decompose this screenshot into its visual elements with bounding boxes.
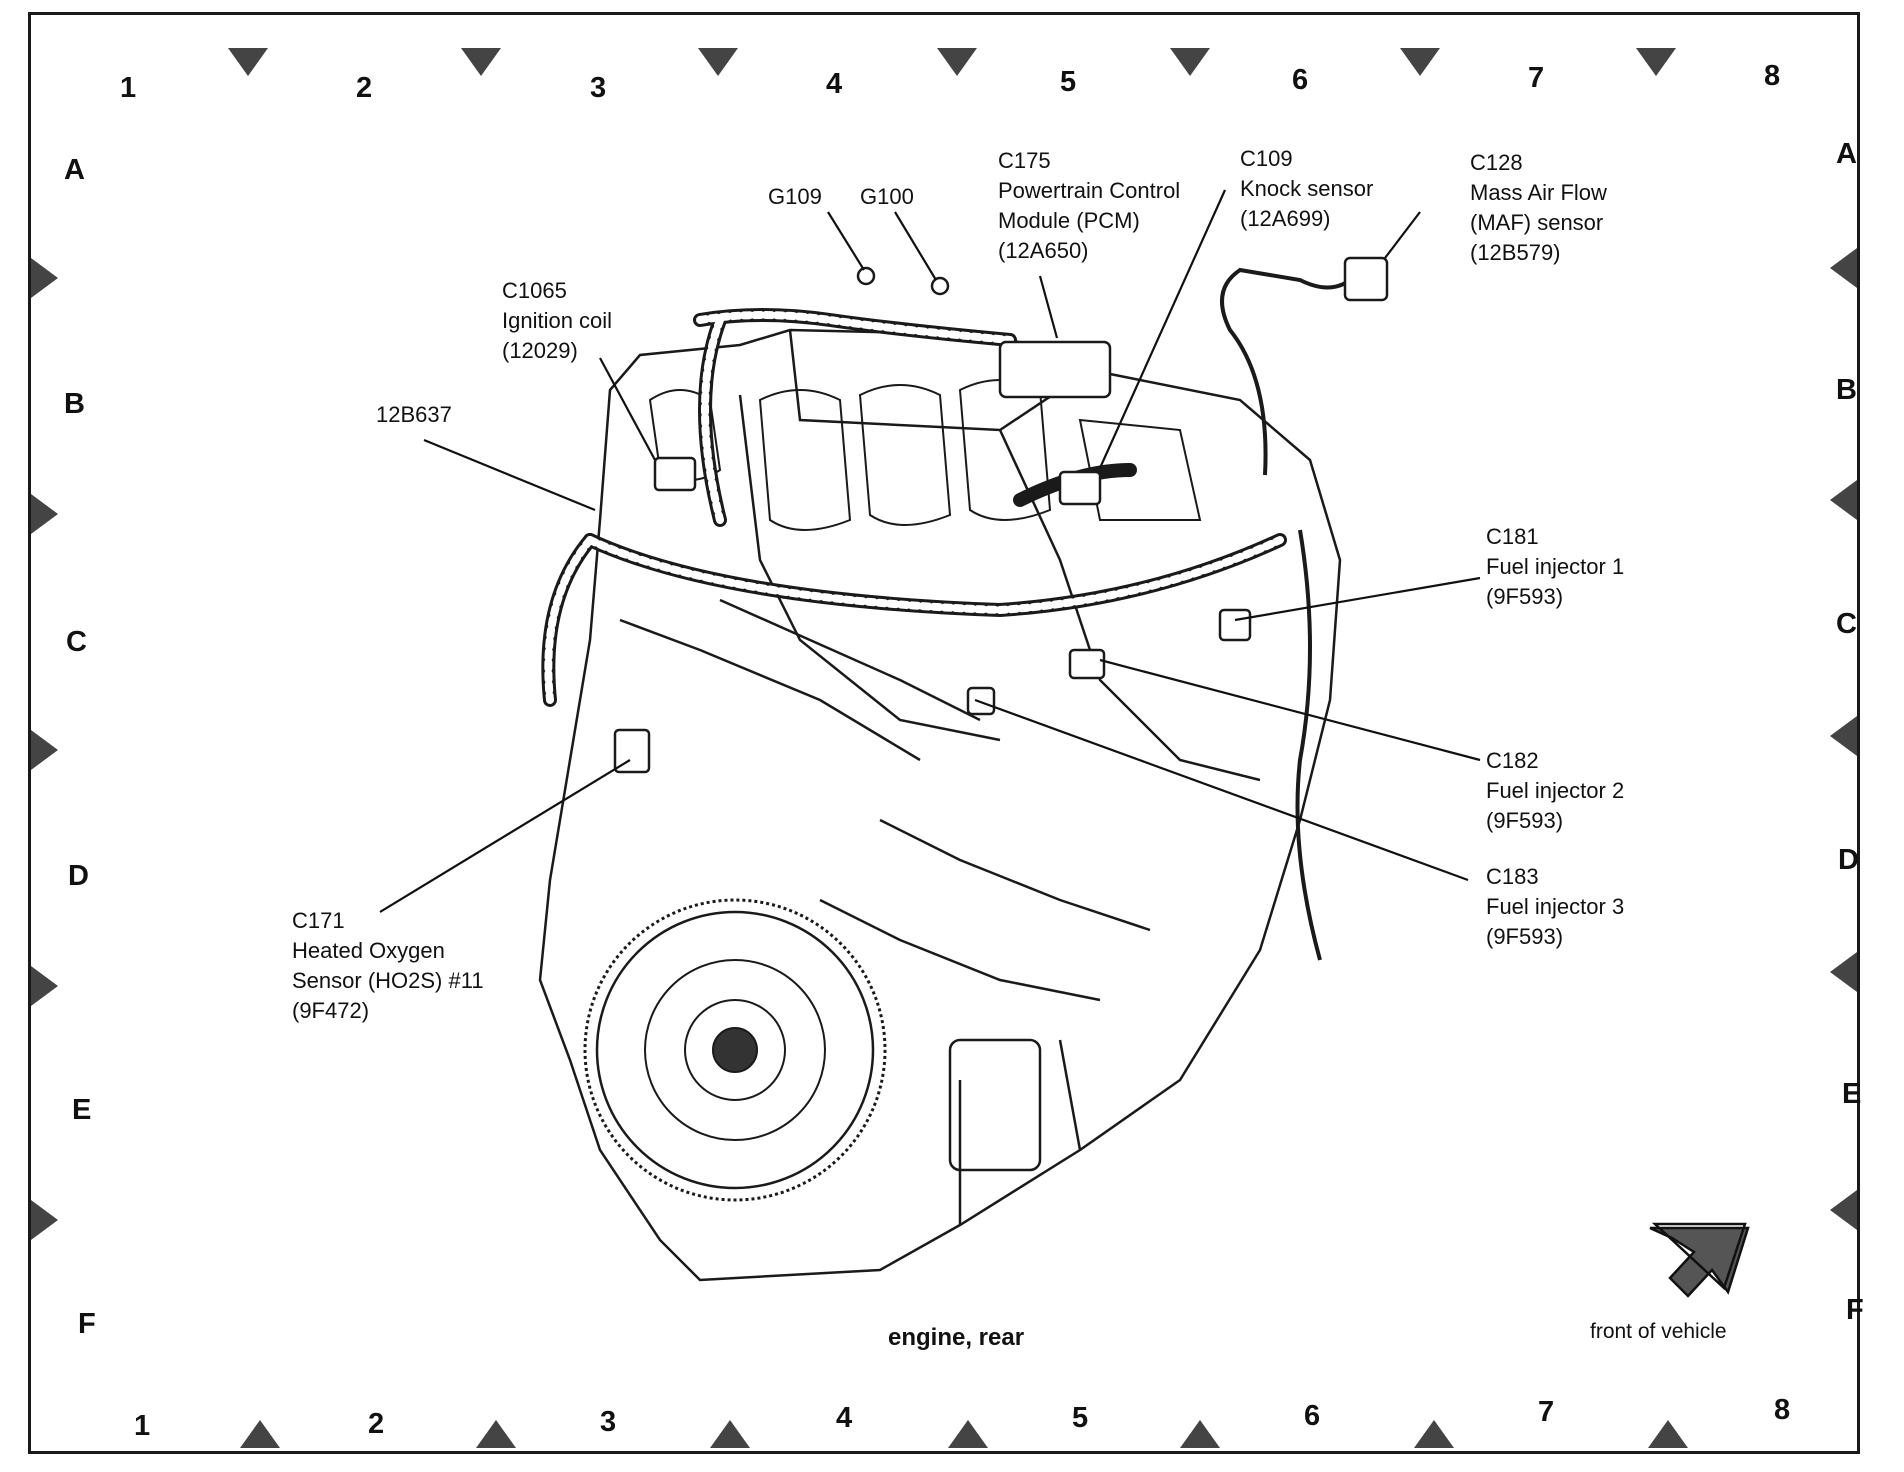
grid-number-top-8: 8 <box>1764 60 1781 92</box>
callout-g100: G100 <box>860 184 914 209</box>
wiring-harness <box>541 308 1287 707</box>
grid-number-top-3: 3 <box>590 72 607 104</box>
c171-code: C171 <box>292 908 345 933</box>
grid-number-top-1: 1 <box>120 72 137 104</box>
callout-c171: C171 Heated Oxygen Sensor (HO2S) #11 (9F… <box>292 906 484 1026</box>
c109-name: Knock sensor <box>1240 176 1374 201</box>
grid-letter-left-d: D <box>68 860 89 892</box>
c175-name-1: Powertrain Control <box>998 178 1181 203</box>
callout-c182: C182 Fuel injector 2 (9F593) <box>1486 746 1624 836</box>
c128-code: C128 <box>1470 150 1523 175</box>
grid-letter-left-b: B <box>64 388 85 420</box>
c181-code: C181 <box>1486 524 1539 549</box>
grid-number-top-5: 5 <box>1060 66 1077 98</box>
c182-name: Fuel injector 2 <box>1486 778 1625 803</box>
c171-part: (9F472) <box>292 998 370 1023</box>
grid-letter-left-f: F <box>78 1308 96 1340</box>
grid-number-bottom-7: 7 <box>1538 1396 1555 1428</box>
c175-name-2: Module (PCM) <box>998 208 1140 233</box>
diagram-frame <box>28 12 1860 1454</box>
c128-part: (12B579) <box>1470 240 1561 265</box>
callout-c175: C175 Powertrain Control Module (PCM) (12… <box>998 146 1180 266</box>
grid-letter-left-c: C <box>66 626 87 658</box>
wiring-harness-inner <box>544 311 1284 704</box>
c171-name-2: Sensor (HO2S) #11 <box>292 968 484 993</box>
c183-name: Fuel injector 3 <box>1486 894 1625 919</box>
grid-number-bottom-4: 4 <box>836 1402 853 1434</box>
c183-part: (9F593) <box>1486 924 1564 949</box>
c182-part: (9F593) <box>1486 808 1564 833</box>
grid-letter-right-f: F <box>1846 1294 1864 1326</box>
grid-number-bottom-1: 1 <box>134 1410 151 1442</box>
callout-g109: G109 <box>768 184 822 209</box>
orientation-caption: front of vehicle <box>1590 1320 1727 1343</box>
grid-letter-left-e: E <box>72 1094 92 1126</box>
c128-name-1: Mass Air Flow <box>1470 180 1607 205</box>
grid-number-bottom-5: 5 <box>1072 1402 1089 1434</box>
c175-code: C175 <box>998 148 1051 173</box>
grid-letter-right-c: C <box>1836 608 1857 640</box>
view-caption: engine, rear <box>888 1324 1025 1351</box>
grid-letter-right-b: B <box>1836 374 1857 406</box>
c109-code: C109 <box>1240 146 1293 171</box>
c183-code: C183 <box>1486 864 1539 889</box>
callout-c1065: C1065 Ignition coil (12029) <box>502 276 612 366</box>
maf-wire <box>1220 267 1352 961</box>
c109-part: (12A699) <box>1240 206 1331 231</box>
grid-letter-right-e: E <box>1842 1078 1862 1110</box>
c181-part: (9F593) <box>1486 584 1564 609</box>
c175-part: (12A650) <box>998 238 1089 263</box>
grid-number-top-7: 7 <box>1528 62 1545 94</box>
c182-code: C182 <box>1486 748 1539 773</box>
grid-number-bottom-3: 3 <box>600 1406 617 1438</box>
grid-number-bottom-8: 8 <box>1774 1394 1791 1426</box>
callout-c128: C128 Mass Air Flow (MAF) sensor (12B579) <box>1470 148 1607 268</box>
connectors <box>613 256 1389 774</box>
c181-name: Fuel injector 1 <box>1486 554 1625 579</box>
c1065-code: C1065 <box>502 278 567 303</box>
grid-number-top-2: 2 <box>356 72 373 104</box>
grid-number-top-4: 4 <box>826 68 843 100</box>
ground-eyelets <box>856 266 950 296</box>
front-arrow <box>1649 1222 1750 1298</box>
c1065-part: (12029) <box>502 338 578 363</box>
flywheel <box>583 898 887 1202</box>
callout-12b637: 12B637 <box>376 402 452 427</box>
c171-name-1: Heated Oxygen <box>292 938 445 963</box>
callout-c183: C183 Fuel injector 3 (9F593) <box>1486 862 1624 952</box>
grid-number-bottom-2: 2 <box>368 1408 385 1440</box>
leader-lines <box>379 189 1481 913</box>
callout-c109: C109 Knock sensor (12A699) <box>1240 144 1373 234</box>
intake-manifold <box>648 379 1202 531</box>
c128-name-2: (MAF) sensor <box>1470 210 1604 235</box>
grid-letter-right-a: A <box>1836 138 1857 170</box>
grid-letter-left-a: A <box>64 154 85 186</box>
grid-number-top-6: 6 <box>1292 64 1309 96</box>
grid-letter-right-d: D <box>1838 844 1859 876</box>
grid-number-bottom-6: 6 <box>1304 1400 1321 1432</box>
zone-markers <box>31 48 1857 1448</box>
c1065-name: Ignition coil <box>502 308 613 333</box>
callout-c181: C181 Fuel injector 1 (9F593) <box>1486 522 1624 612</box>
